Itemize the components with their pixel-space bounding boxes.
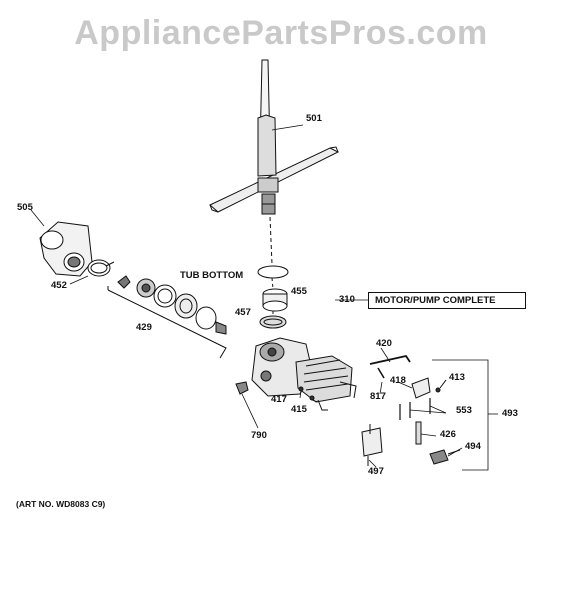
label-420: 420 — [376, 338, 392, 349]
label-426: 426 — [440, 429, 456, 440]
label-457: 457 — [235, 307, 251, 318]
label-494: 494 — [465, 441, 481, 452]
label-497: 497 — [368, 466, 384, 477]
label-493: 493 — [502, 408, 518, 419]
bracket-497 — [361, 424, 383, 466]
screw-417 — [298, 386, 304, 392]
art-number: (ART NO. WD8083 C9) — [16, 499, 106, 509]
label-553: 553 — [456, 405, 472, 416]
spray-arm-501 — [209, 59, 340, 215]
label-452: 452 — [51, 280, 67, 291]
bracket-426 — [415, 421, 422, 445]
label-motor-pump-complete: MOTOR/PUMP COMPLETE — [375, 295, 496, 306]
seal-455 — [262, 277, 288, 312]
label-413: 413 — [449, 372, 465, 383]
label-817: 817 — [370, 391, 386, 402]
label-417: 417 — [271, 394, 287, 405]
clamp-452 — [87, 259, 115, 277]
rod-420 — [369, 354, 411, 365]
switch-553 — [399, 398, 431, 420]
label-310: 310 — [339, 294, 355, 305]
screw-415 — [309, 395, 315, 401]
assembly-429 — [107, 275, 227, 359]
motor-pump-assembly — [251, 337, 357, 411]
label-455: 455 — [291, 286, 307, 297]
tub-bottom-ring — [257, 216, 289, 279]
label-501: 501 — [306, 113, 322, 124]
label-790: 790 — [251, 430, 267, 441]
clamp-457 — [259, 311, 287, 329]
watermark: AppliancePartsPros.com — [74, 14, 488, 52]
bracket-418 — [411, 377, 431, 399]
label-tub-bottom: TUB BOTTOM — [180, 270, 244, 281]
clip-817 — [377, 367, 385, 379]
motor-pump-callout: MOTOR/PUMP COMPLETE — [368, 292, 526, 309]
screw-413 — [435, 379, 447, 393]
fitting-790 — [235, 381, 249, 395]
label-505: 505 — [17, 202, 33, 213]
label-429: 429 — [136, 322, 152, 333]
leader-lines — [30, 124, 498, 471]
manifold-505 — [39, 221, 93, 277]
label-415: 415 — [291, 404, 307, 415]
label-418: 418 — [390, 375, 406, 386]
